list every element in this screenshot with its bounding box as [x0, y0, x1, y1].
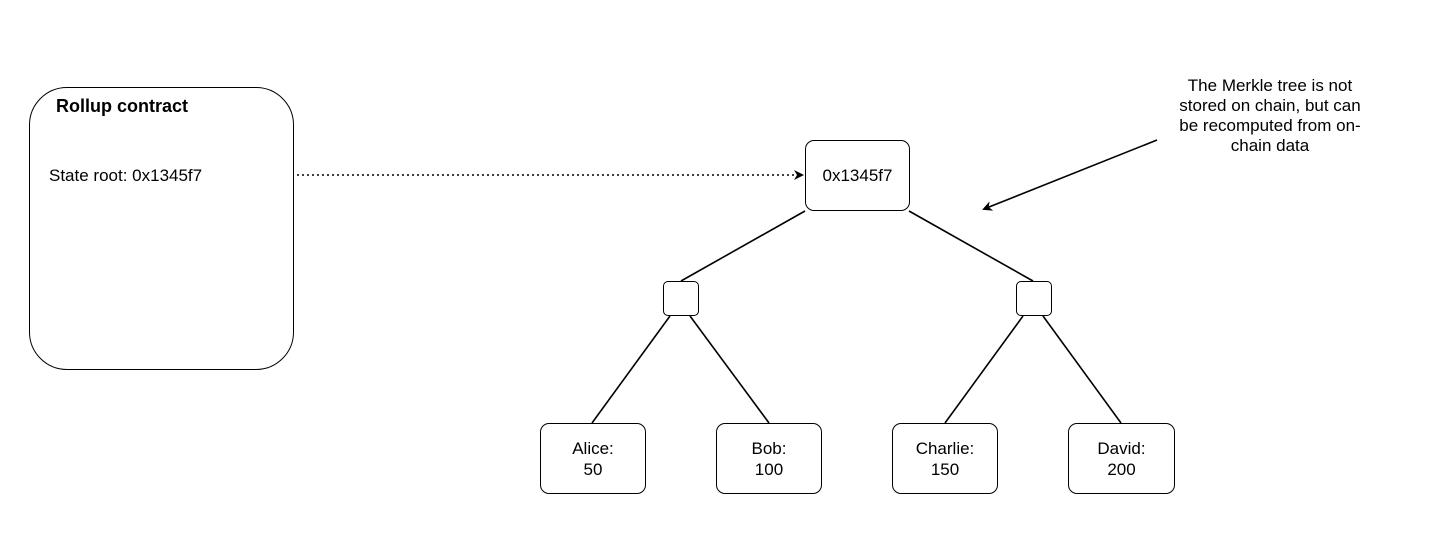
annotation-text: The Merkle tree is not stored on chain, …	[1179, 76, 1361, 155]
merkle-root-label: 0x1345f7	[822, 166, 893, 185]
leaf-name-david: David:	[1097, 438, 1146, 458]
leaf-node-bob: Bob: 100	[716, 423, 822, 494]
rollup-contract-title: Rollup contract	[56, 96, 189, 116]
edge-left-bob	[689, 315, 770, 424]
edge-right-charlie	[944, 315, 1024, 424]
edge-left-alice	[591, 315, 671, 424]
leaf-node-alice: Alice: 50	[540, 423, 646, 494]
state-root-label: State root: 0x1345f7	[49, 166, 203, 185]
leaf-node-david: David: 200	[1068, 423, 1175, 494]
internal-node-right	[1016, 281, 1052, 316]
edge-right-david	[1042, 315, 1122, 424]
annotation-arrow	[982, 139, 1158, 211]
leaf-name-alice: Alice:	[572, 438, 614, 458]
edge-root-right	[908, 210, 1034, 282]
merkle-root-node: 0x1345f7	[805, 140, 910, 211]
leaf-value-charlie: 150	[930, 459, 960, 479]
rollup-contract-box: Rollup contract	[29, 87, 294, 370]
leaf-value-david: 200	[1107, 459, 1136, 479]
internal-node-left	[663, 281, 699, 316]
edge-root-left	[680, 210, 806, 282]
leaf-node-charlie: Charlie: 150	[892, 423, 998, 494]
leaf-name-charlie: Charlie:	[915, 438, 975, 458]
leaf-value-alice: 50	[583, 459, 603, 479]
leaf-value-bob: 100	[754, 459, 784, 479]
leaf-name-bob: Bob:	[751, 438, 787, 458]
